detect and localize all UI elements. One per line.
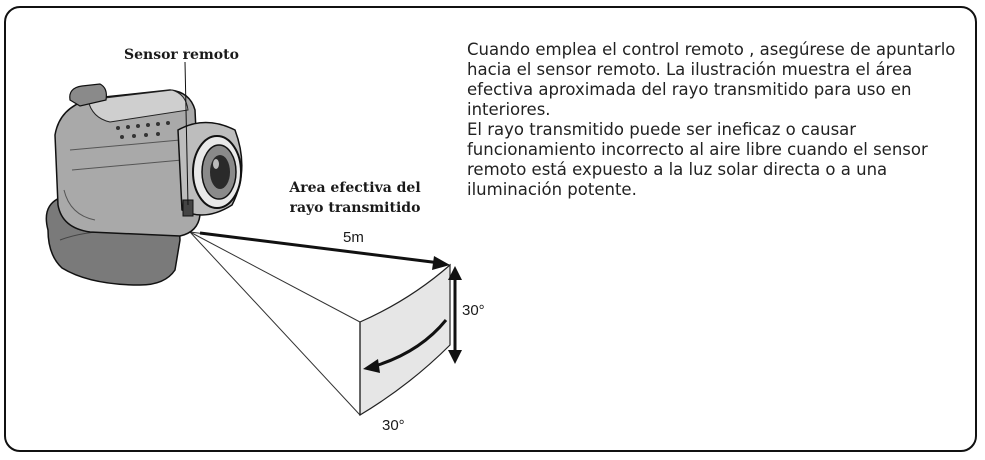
sensor-pointer-line bbox=[184, 61, 189, 206]
description-paragraph-1: Cuando emplea el control remoto , asegúr… bbox=[467, 40, 956, 119]
effective-area-label-line1: Area efectiva del bbox=[289, 180, 421, 196]
distance-arrow bbox=[199, 231, 450, 270]
camcorder bbox=[45, 83, 243, 286]
vertical-angle-arrow bbox=[448, 266, 462, 364]
beam-cone bbox=[188, 231, 451, 417]
page-frame bbox=[4, 6, 977, 452]
horizontal-angle-label: 30° bbox=[382, 417, 405, 434]
effective-area-label-line2: rayo transmitido bbox=[289, 200, 421, 216]
horizontal-angle-arrow bbox=[363, 319, 448, 373]
effective-area-label: Area efectiva del rayo transmitido bbox=[280, 178, 430, 218]
vertical-angle-label: 30° bbox=[462, 302, 485, 319]
description-paragraph-2: El rayo transmitido puede ser ineficaz o… bbox=[467, 120, 928, 199]
distance-label: 5m bbox=[343, 229, 364, 246]
description-text: Cuando emplea el control remoto , asegúr… bbox=[467, 40, 957, 200]
sensor-label: Sensor remoto bbox=[124, 47, 239, 63]
